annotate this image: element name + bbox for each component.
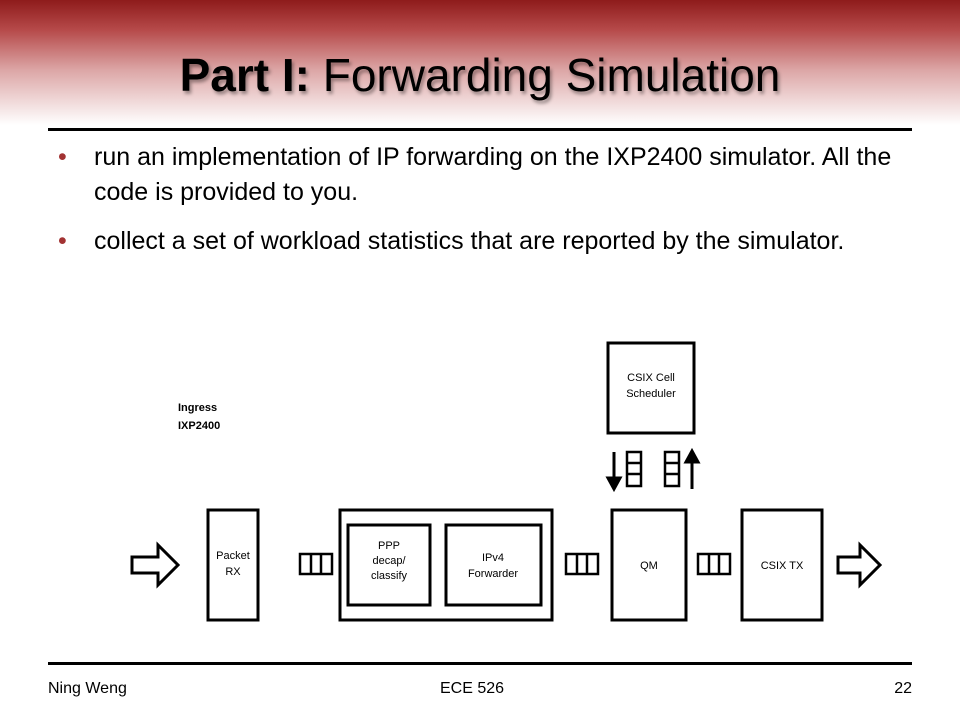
footer-author: Ning Weng <box>48 680 127 697</box>
packet-rx-box <box>206 508 260 622</box>
csix-scheduler-box <box>606 341 696 435</box>
ppp-label: decap/ <box>372 555 406 567</box>
bullet-dot-icon: • <box>58 143 67 171</box>
footer-course: ECE 526 <box>440 680 505 697</box>
ipv4-label: IPv4 <box>482 552 504 564</box>
ppp-label: classify <box>371 570 408 582</box>
bullet-dot-icon: • <box>58 227 67 255</box>
input-arrow-icon <box>130 541 181 589</box>
csix-scheduler-label: CSIX Cell <box>627 372 675 384</box>
queue-icon <box>298 552 334 576</box>
forwarding-diagram: Ingress IXP2400 CSIX Cell Scheduler Pack… <box>130 341 883 622</box>
bullet-list: • run an implementation of IP forwarding … <box>58 140 918 273</box>
output-arrow-icon <box>836 541 883 589</box>
packet-rx-label: Packet <box>216 550 250 562</box>
qm-label: QM <box>640 560 658 572</box>
ppp-box <box>346 523 432 607</box>
slide-title: Part I: Forwarding Simulation <box>0 48 960 102</box>
queue-icon <box>564 552 600 576</box>
ipv4-label: Forwarder <box>468 568 518 580</box>
bullet-text: collect a set of workload statistics tha… <box>94 227 845 255</box>
qm-box <box>610 508 688 622</box>
ppp-label: PPP <box>378 540 400 552</box>
page-number: 22 <box>894 680 912 697</box>
queue-vertical-icon <box>663 450 681 488</box>
csix-scheduler-label: Scheduler <box>626 388 676 400</box>
ipv4-box <box>444 523 543 607</box>
title-divider <box>48 128 912 131</box>
bullet-item: • run an implementation of IP forwarding … <box>58 140 918 210</box>
queue-icon <box>696 552 732 576</box>
header-gradient <box>0 0 960 130</box>
packet-rx-label: RX <box>225 566 241 578</box>
footer-divider <box>48 662 912 665</box>
title-rest: Forwarding Simulation <box>322 49 781 101</box>
csix-tx-label: CSIX TX <box>761 560 804 572</box>
ingress-label: Ingress <box>178 402 217 414</box>
bullet-item: • collect a set of workload statistics th… <box>58 224 918 259</box>
processing-container-box <box>338 508 554 622</box>
csix-tx-box <box>740 508 824 622</box>
bullet-text: run an implementation of IP forwarding o… <box>94 143 892 206</box>
title-bold: Part I: <box>179 49 310 101</box>
queue-vertical-icon <box>625 450 643 488</box>
ingress-device-label: IXP2400 <box>178 420 220 432</box>
